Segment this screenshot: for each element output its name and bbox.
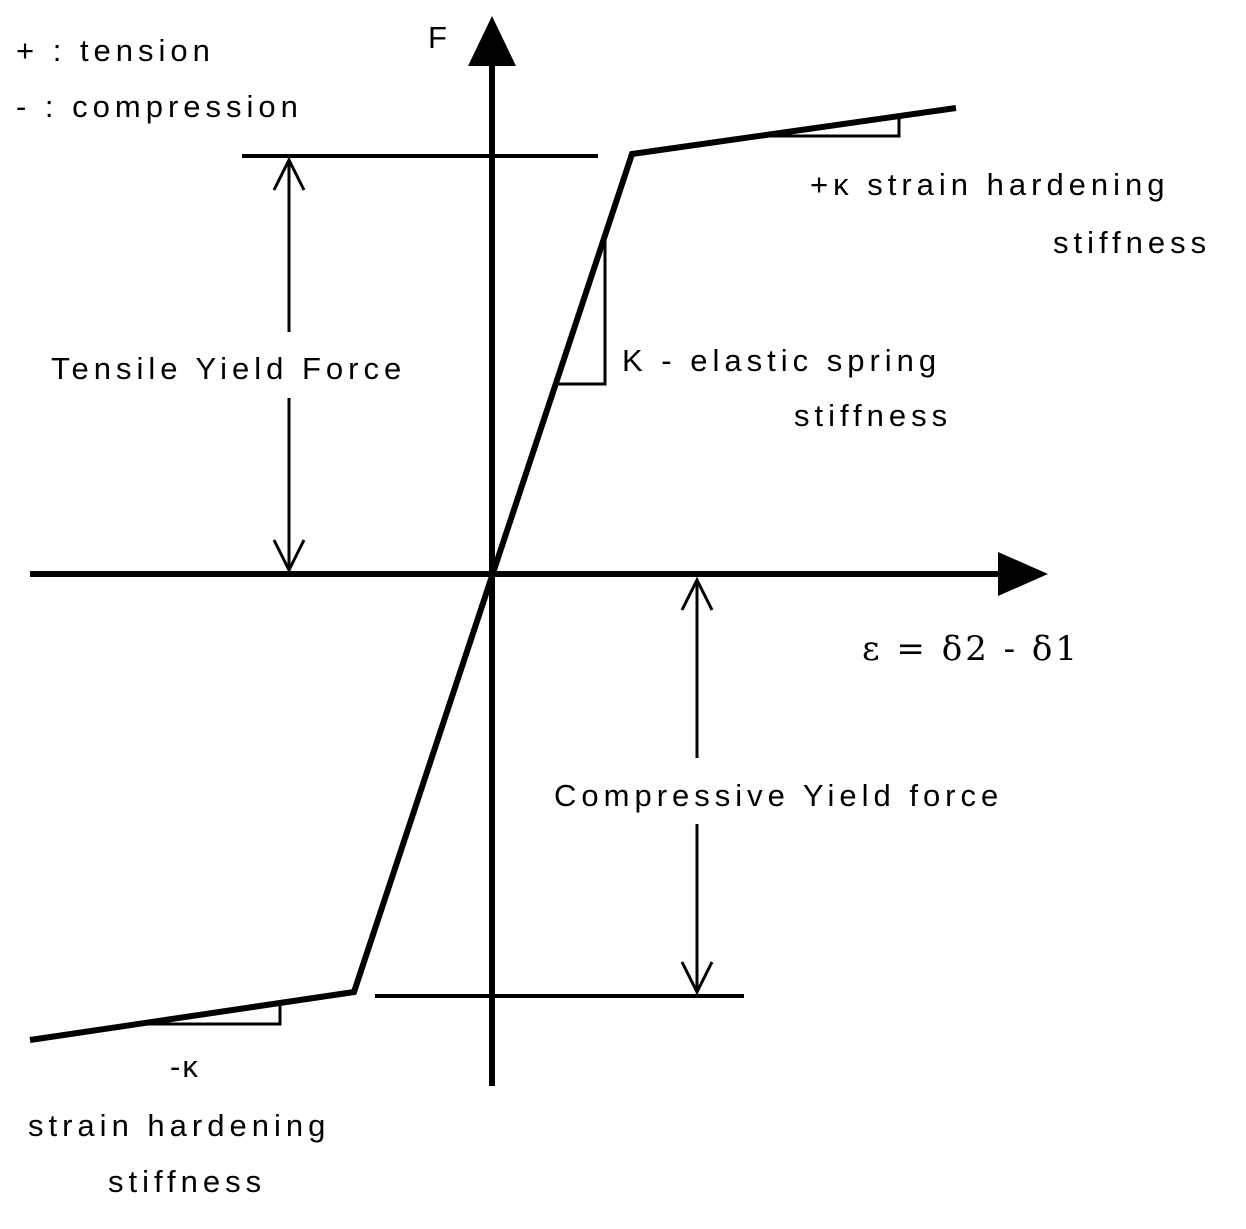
negative-hardening-label-line2: stiffness (108, 1164, 266, 1199)
positive-hardening-slope-triangle (764, 117, 901, 138)
x-axis-arrowhead (998, 552, 1048, 596)
elastic-stiffness-label-line2: stiffness (794, 398, 952, 433)
positive-hardening-label-line2: stiffness (1053, 225, 1211, 260)
y-axis-arrowhead (468, 16, 516, 66)
tensile-yield-arrowhead-bottom (272, 539, 306, 574)
positive-hardening-label-line1: +κ strain hardening (810, 167, 1170, 202)
elastic-stiffness-label-line1: K - elastic spring (622, 343, 941, 378)
legend-compression: - : compression (16, 89, 303, 124)
y-axis-label: F (428, 20, 449, 55)
x-axis-label: ε = δ2 - δ1 (862, 629, 1080, 669)
compressive-yield-arrowhead-top (680, 576, 714, 611)
negative-hardening-slope-triangle (140, 1003, 282, 1026)
elastic-slope-triangle (556, 236, 607, 386)
legend-tension: + : tension (16, 33, 215, 68)
negative-kappa-label: -κ (170, 1049, 200, 1084)
compressive-yield-label: Compressive Yield force (554, 778, 1003, 813)
tensile-yield-label: Tensile Yield Force (51, 351, 406, 386)
negative-hardening-label-line1: strain hardening (28, 1108, 330, 1143)
force-deformation-curve (29, 105, 957, 1043)
compressive-yield-arrowhead-bottom (680, 961, 714, 996)
tensile-yield-arrowhead-top (272, 156, 306, 191)
